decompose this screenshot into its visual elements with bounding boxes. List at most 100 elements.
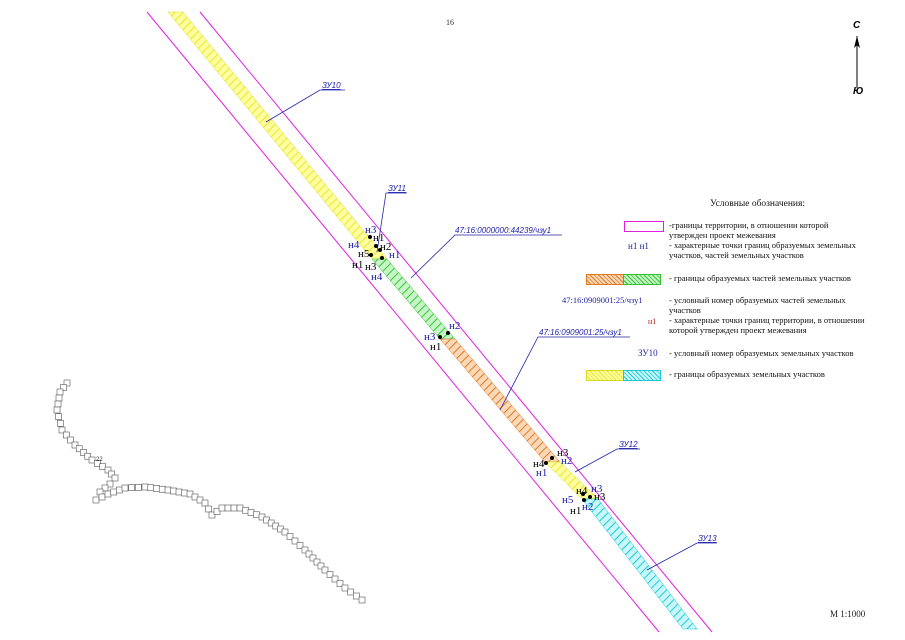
overview-block: [55, 394, 63, 402]
map-scale: М 1:1000: [830, 609, 866, 619]
legend-item-boundary: -границы территории, в отношении которой…: [669, 220, 829, 240]
overview-block: [141, 483, 149, 491]
overview-block: [158, 485, 166, 493]
legend-point-marker: н1 н1: [628, 241, 649, 251]
overview-block: [247, 509, 255, 516]
point-marker: [368, 235, 372, 239]
leader-chzu-a: [410, 234, 562, 279]
leader-zu10: [265, 89, 345, 123]
overview-block: [99, 463, 106, 470]
strip-yellow-zu10: [167, 11, 388, 260]
overview-block-number: 22: [96, 457, 103, 463]
overview-block: [305, 550, 313, 558]
overview-block: [116, 486, 123, 494]
overview-block: [147, 484, 155, 492]
legend-item-parts: - границы образуемых частей земельных уч…: [669, 273, 851, 283]
overview-block: [94, 460, 101, 467]
overview-block: [80, 449, 87, 456]
overview-block: [58, 426, 66, 434]
overview-block: [135, 484, 142, 491]
label-zu10: ЗУ10: [322, 81, 341, 90]
leader-zu13: [646, 542, 717, 571]
point-label: н1: [536, 467, 547, 479]
overview-block: [55, 413, 62, 420]
legend-orange-swatch: [586, 274, 624, 285]
label-zu13: ЗУ13: [698, 534, 717, 543]
overview-block: [92, 496, 100, 504]
overview-block: [336, 580, 344, 587]
strip-cyan-zu13: [581, 498, 698, 630]
point-marker: [588, 495, 592, 499]
point-marker: [544, 461, 548, 465]
legend-boundary-swatch: [624, 221, 664, 232]
point-label: н3: [365, 261, 377, 273]
point-label: н2: [380, 241, 391, 253]
point-marker: [374, 244, 378, 248]
overview-block: [230, 504, 238, 512]
label-zu11: ЗУ11: [388, 184, 406, 193]
overview-block: [347, 588, 354, 596]
point-label: н3: [365, 224, 377, 236]
overview-block: [67, 436, 74, 444]
point-marker: [446, 331, 450, 335]
point-label: н1: [373, 232, 384, 244]
overview-block: [205, 505, 212, 513]
overview-block: [224, 504, 232, 512]
legend-item-zu-boundary: - границы образуемых земельных участков: [669, 369, 825, 379]
overview-block: [111, 474, 119, 482]
legend-item-territory-points: - характерные точки границ территории, в…: [669, 315, 865, 335]
legend-territory-point: н1: [648, 317, 657, 326]
overview-block: [121, 484, 129, 492]
point-label: н2: [561, 455, 572, 467]
label-zu12: ЗУ12: [619, 440, 638, 449]
point-marker: [378, 248, 382, 252]
point-label: н3: [594, 491, 606, 503]
point-marker: [369, 253, 373, 257]
legend-item-points: - характерные точки границ образуемых зе…: [669, 240, 856, 260]
point-label: н5: [562, 494, 574, 506]
overview-block: [170, 487, 177, 495]
overview-block: [321, 566, 329, 574]
overview-block: [309, 554, 317, 562]
overview-block: [98, 493, 106, 501]
leader-chzu-b: [499, 336, 630, 411]
label-chzu-b: 47:16:0909001:25/чзу1: [539, 328, 622, 337]
overview-block-chain: [53, 379, 366, 604]
overview-block: [53, 406, 61, 414]
legend-item-part-number: - условный номер образуемых частей земел…: [669, 295, 846, 315]
overview-block: [84, 452, 92, 460]
point-label: н2: [582, 501, 593, 513]
compass-north-label: С: [853, 20, 861, 31]
point-marker: [581, 492, 585, 496]
overview-block: [218, 504, 226, 512]
north-arrow-icon: [854, 36, 860, 88]
overview-block: [253, 511, 260, 519]
overview-block: [313, 558, 321, 566]
label-chzu-a: 47:16:0000000:44239/чзу1: [455, 226, 551, 235]
point-label: н3: [591, 483, 603, 495]
overview-block: [353, 592, 360, 600]
overview-block: [301, 546, 309, 554]
overview-block: [104, 466, 112, 474]
overview-block: [88, 456, 96, 464]
overview-block: [326, 571, 334, 578]
leader-zu11: [376, 192, 407, 253]
point-label: н4: [348, 239, 360, 251]
overview-block: [358, 596, 366, 604]
overview-block: [108, 470, 115, 478]
overview-block: [242, 506, 249, 514]
overview-block: [75, 445, 83, 453]
overview-block: [60, 384, 67, 391]
strip-orange-chzu: [439, 338, 561, 463]
legend-title: Условные обозначения:: [710, 199, 806, 209]
overview-block: [63, 431, 70, 439]
page-number: 16: [446, 18, 454, 27]
point-label: н5: [358, 248, 370, 260]
point-label: н2: [449, 320, 460, 332]
overview-block: [128, 484, 135, 491]
overview-block: [208, 511, 216, 519]
overview-block: [213, 508, 221, 515]
overview-block: [181, 489, 188, 497]
overview-block: [341, 584, 349, 592]
